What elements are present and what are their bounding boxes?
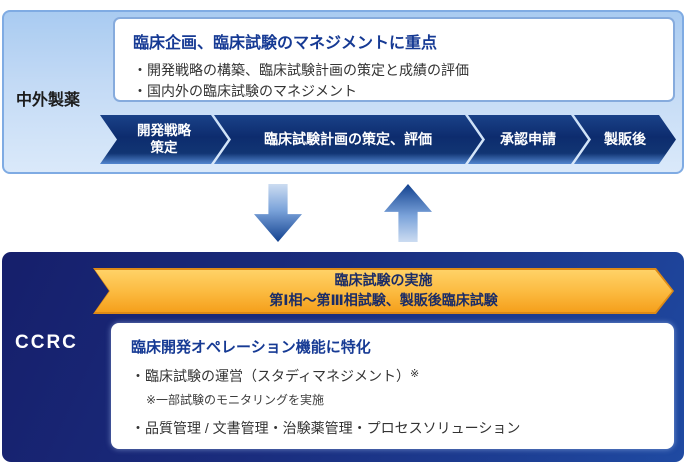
chugai-focus-box: 臨床企画、臨床試験のマネジメントに重点 ・開発戦略の構築、臨床試験計画の策定と成… <box>113 17 675 102</box>
ccrc-section: CCRC 臨床試験の実施 第Ⅰ相〜第Ⅲ相試験、製販後臨床試験 臨床開発オペレーシ… <box>2 252 684 462</box>
process-step-post-marketing: 製販後 <box>574 115 676 164</box>
ccrc-section-label: CCRC <box>15 332 78 353</box>
chugai-section: 中外製薬 臨床企画、臨床試験のマネジメントに重点 ・開発戦略の構築、臨床試験計画… <box>2 10 684 174</box>
banner-line: 第Ⅰ相〜第Ⅲ相試験、製販後臨床試験 <box>269 292 498 308</box>
development-process-steps: 開発戦略 策定 臨床試験計画の策定、評価 承認申請 製販後 <box>100 115 676 164</box>
process-step-label: 臨床試験計画の策定、評価 <box>264 130 432 147</box>
process-step-label: 承認申請 <box>500 130 556 147</box>
ccrc-focus-note: ※一部試験のモニタリングを実施 <box>146 392 325 407</box>
process-step-label: 策定 <box>150 139 178 155</box>
process-step-label: 製販後 <box>604 130 646 147</box>
trial-execution-banner-body: 臨床試験の実施 第Ⅰ相〜第Ⅲ相試験、製販後臨床試験 <box>95 270 672 312</box>
trial-execution-banner: 臨床試験の実施 第Ⅰ相〜第Ⅲ相試験、製販後臨床試験 <box>93 268 674 314</box>
process-step-development-strategy: 開発戦略 策定 <box>100 115 228 164</box>
banner-line: 臨床試験の実施 <box>334 272 433 289</box>
ccrc-focus-bullet: ・品質管理 / 文書管理・治験薬管理・プロセスソリューション <box>131 419 521 436</box>
chugai-focus-bullet: ・開発戦略の構築、臨床試験計画の策定と成績の評価 <box>133 62 469 78</box>
down-arrow-icon <box>254 184 302 242</box>
chugai-section-label: 中外製薬 <box>16 92 81 109</box>
process-step-trial-planning: 臨床試験計画の策定、評価 <box>214 115 482 164</box>
process-step-approval-application: 承認申請 <box>468 115 588 164</box>
chugai-focus-bullet: ・国内外の臨床試験のマネジメント <box>133 83 357 99</box>
process-step-label: 開発戦略 <box>137 122 191 138</box>
chugai-focus-title: 臨床企画、臨床試験のマネジメントに重点 <box>133 35 438 52</box>
ccrc-focus-bullet: ・臨床試験の運営（スタディマネジメント）※ <box>131 366 654 387</box>
ccrc-focus-title: 臨床開発オペレーション機能に特化 <box>131 339 371 356</box>
reference-mark: ※ <box>410 368 420 380</box>
up-arrow-icon <box>384 184 432 242</box>
ccrc-bullet-text: ・臨床試験の運営（スタディマネジメント） <box>131 368 411 384</box>
ccrc-focus-box: 臨床開発オペレーション機能に特化 ・臨床試験の運営（スタディマネジメント）※ ※… <box>111 323 674 449</box>
